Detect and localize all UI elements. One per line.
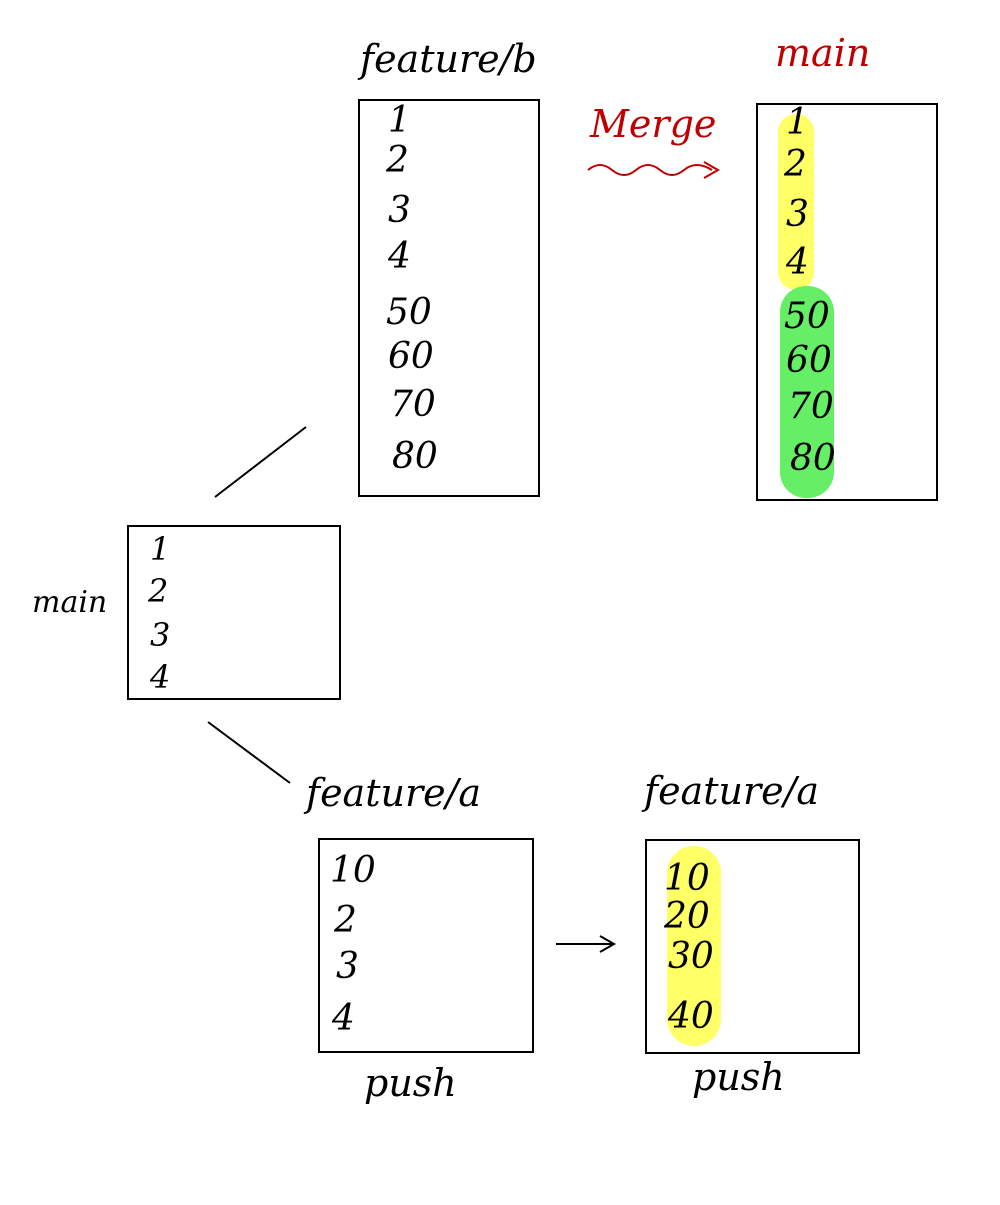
feature-b-line: 60 [388, 336, 434, 377]
branch-connector-feature-b [214, 426, 307, 498]
update-arrow-head-icon [599, 935, 617, 953]
merge-arrow-head-icon [703, 161, 721, 179]
feature-a-before-line: 2 [333, 900, 357, 941]
feature-a-after-line: 10 [664, 858, 710, 899]
feature-b-box [358, 99, 540, 497]
main-right-group: main 1 2 3 4 50 60 70 80 [756, 31, 938, 501]
main-left-box [127, 525, 341, 700]
feature-a-before-group: feature/a 10 2 3 4 push [303, 771, 534, 1105]
merge-group: Merge [587, 102, 721, 179]
feature-b-group: feature/b 1 2 3 4 50 60 70 80 [357, 37, 540, 497]
feature-a-before-caption: push [364, 1061, 457, 1105]
main-left-line: 2 [147, 572, 168, 610]
main-right-line: 60 [786, 340, 832, 381]
main-right-line: 70 [788, 386, 834, 427]
branch-connector-feature-a [207, 721, 291, 784]
feature-b-line: 50 [386, 292, 432, 333]
feature-a-after-line: 40 [667, 996, 714, 1037]
main-right-line: 80 [790, 438, 836, 479]
merge-arrow-shaft [587, 164, 713, 176]
main-right-line: 50 [784, 296, 830, 337]
feature-b-line: 70 [390, 384, 436, 425]
highlight-green-merged [780, 286, 834, 498]
main-left-label: main [32, 585, 107, 620]
main-right-line: 1 [786, 102, 809, 143]
main-right-line: 2 [783, 144, 807, 185]
feature-b-line: 3 [388, 190, 411, 231]
feature-b-line: 2 [385, 140, 409, 181]
feature-a-after-label: feature/a [641, 769, 819, 813]
feature-a-before-label: feature/a [303, 771, 481, 815]
feature-a-after-box [645, 839, 860, 1054]
feature-a-before-line: 3 [336, 946, 359, 987]
highlight-yellow-updated [667, 846, 721, 1046]
feature-b-line: 4 [387, 236, 411, 277]
main-left-group: main 1 2 3 4 [32, 525, 341, 700]
main-right-line: 3 [786, 194, 809, 235]
feature-a-before-line: 4 [331, 998, 355, 1039]
feature-b-label: feature/b [357, 37, 537, 81]
main-left-line: 4 [149, 658, 170, 696]
feature-a-before-box [318, 838, 534, 1053]
feature-a-after-line: 20 [663, 896, 710, 937]
main-right-box [756, 103, 938, 501]
feature-a-after-line: 30 [668, 936, 714, 977]
feature-a-before-line: 10 [330, 850, 376, 891]
merge-label: Merge [589, 102, 716, 146]
highlight-yellow-existing [778, 114, 814, 290]
main-right-line: 4 [785, 242, 809, 283]
feature-a-after-group: feature/a 10 20 30 40 push [641, 769, 860, 1099]
feature-a-after-caption: push [692, 1055, 785, 1099]
feature-b-line: 1 [388, 100, 411, 141]
update-arrow-group [556, 935, 617, 953]
main-right-label: main [775, 31, 870, 75]
main-left-line: 3 [150, 616, 170, 654]
feature-b-line: 80 [392, 436, 438, 477]
main-left-line: 1 [150, 530, 170, 568]
